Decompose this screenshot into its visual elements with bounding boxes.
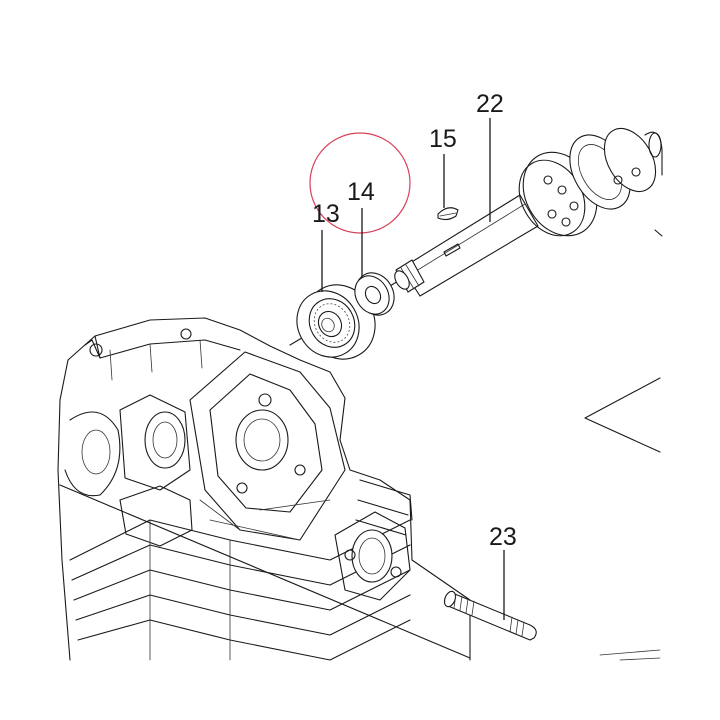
callout-23: 23	[489, 523, 517, 551]
woodruff-key-part	[437, 207, 459, 221]
callout-15: 15	[429, 125, 457, 153]
callout-14: 14	[347, 178, 375, 206]
stud-axis-line	[59, 484, 471, 659]
callout-labels: 13 14 15 22 23	[312, 90, 517, 551]
highlight-circle	[309, 132, 411, 234]
assembly-centerlines	[59, 279, 471, 659]
stud-part	[443, 590, 537, 641]
adjacent-part-outline	[584, 377, 661, 661]
cylinder-head	[57, 317, 471, 661]
callout-13: 13	[312, 200, 340, 228]
camshaft-part	[394, 128, 663, 297]
leader-lines	[321, 118, 505, 620]
callout-22: 22	[476, 90, 504, 118]
thrust-washer-part	[354, 272, 395, 316]
